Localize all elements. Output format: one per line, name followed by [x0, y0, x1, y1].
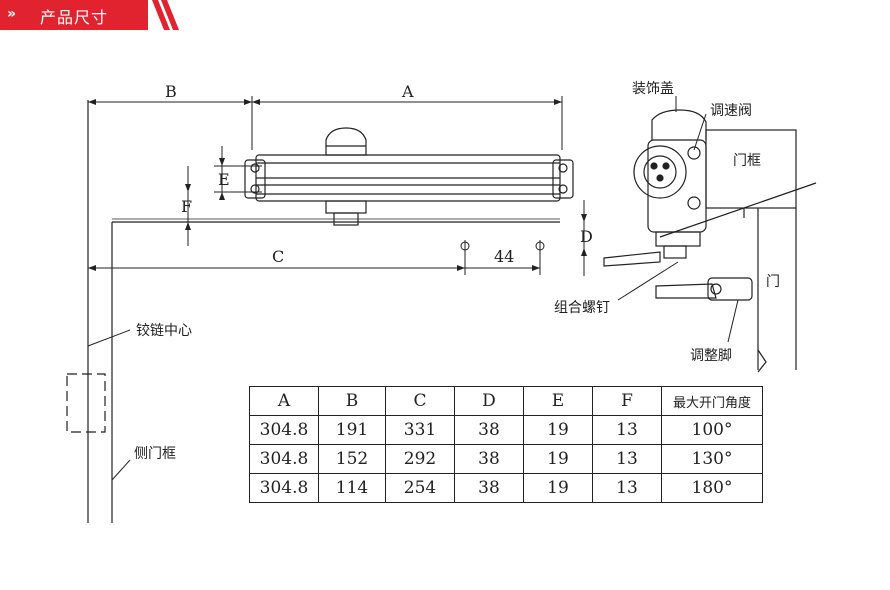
table-cell: 13	[592, 444, 662, 474]
door-closer-body	[244, 127, 574, 226]
table-cell: 292	[385, 444, 455, 474]
table-cell: 304.8	[249, 415, 319, 445]
table-cell: 130°	[661, 444, 763, 474]
dim-label-44: 44	[494, 247, 514, 266]
callout-hinge-center: 铰链中心	[136, 323, 192, 339]
table-header-e: E	[523, 386, 593, 416]
section-title: 产品尺寸	[40, 8, 109, 27]
callout-leaders	[87, 96, 739, 481]
table-row: 304.8 191 331 38 19 13 100°	[249, 415, 763, 445]
callout-door: 门	[766, 274, 780, 290]
dim-label-e: E	[218, 170, 230, 189]
table-cell: 254	[385, 473, 455, 503]
table-header-a: A	[249, 386, 319, 416]
table-cell: 13	[592, 473, 662, 503]
table-cell: 304.8	[249, 444, 319, 474]
callout-screw: 组合螺钉	[554, 300, 610, 316]
dim-label-d: D	[580, 227, 593, 246]
table-header-max-angle: 最大开门角度	[661, 386, 763, 416]
table-cell: 19	[523, 415, 593, 445]
table-row: 304.8 152 292 38 19 13 130°	[249, 444, 763, 474]
table-header-c: C	[385, 386, 455, 416]
dim-label-f: F	[181, 197, 192, 216]
table-cell: 38	[454, 473, 524, 503]
chevron-right-icon: »	[7, 6, 17, 22]
table-header-b: B	[318, 386, 386, 416]
table-header-f: F	[592, 386, 662, 416]
table-cell: 152	[318, 444, 386, 474]
table-cell: 38	[454, 444, 524, 474]
table-row: 304.8 114 254 38 19 13 180°	[249, 473, 763, 503]
callout-speed-valve: 调速阀	[710, 103, 752, 119]
door-closer-side-view	[603, 109, 817, 373]
callout-adjust-foot: 调整脚	[690, 348, 732, 364]
table-cell: 38	[454, 415, 524, 445]
dim-label-c: C	[272, 247, 284, 266]
dim-label-a: A	[401, 82, 414, 101]
header-background	[0, 0, 179, 30]
table-cell: 331	[385, 415, 455, 445]
arrowheads	[88, 99, 587, 271]
dim-label-b: B	[165, 82, 177, 101]
table-cell: 114	[318, 473, 386, 503]
table-cell: 180°	[661, 473, 763, 503]
table-cell: 191	[318, 415, 386, 445]
section-header: » 产品尺寸	[0, 0, 180, 30]
hinge-box	[66, 373, 106, 433]
table-cell: 19	[523, 444, 593, 474]
callout-door-frame: 门框	[733, 153, 761, 169]
callout-side-frame: 侧门框	[134, 446, 176, 462]
table-cell: 13	[592, 415, 662, 445]
table-cell: 304.8	[249, 473, 319, 503]
table-cell: 100°	[661, 415, 763, 445]
callout-cover: 装饰盖	[632, 81, 674, 97]
table-header-row: A B C D E F 最大开门角度	[249, 386, 763, 416]
table-cell: 19	[523, 473, 593, 503]
spec-table: A B C D E F 最大开门角度 304.8 191 331 38 19 1…	[249, 386, 763, 503]
table-header-d: D	[454, 386, 524, 416]
side-door-frame	[87, 100, 560, 523]
